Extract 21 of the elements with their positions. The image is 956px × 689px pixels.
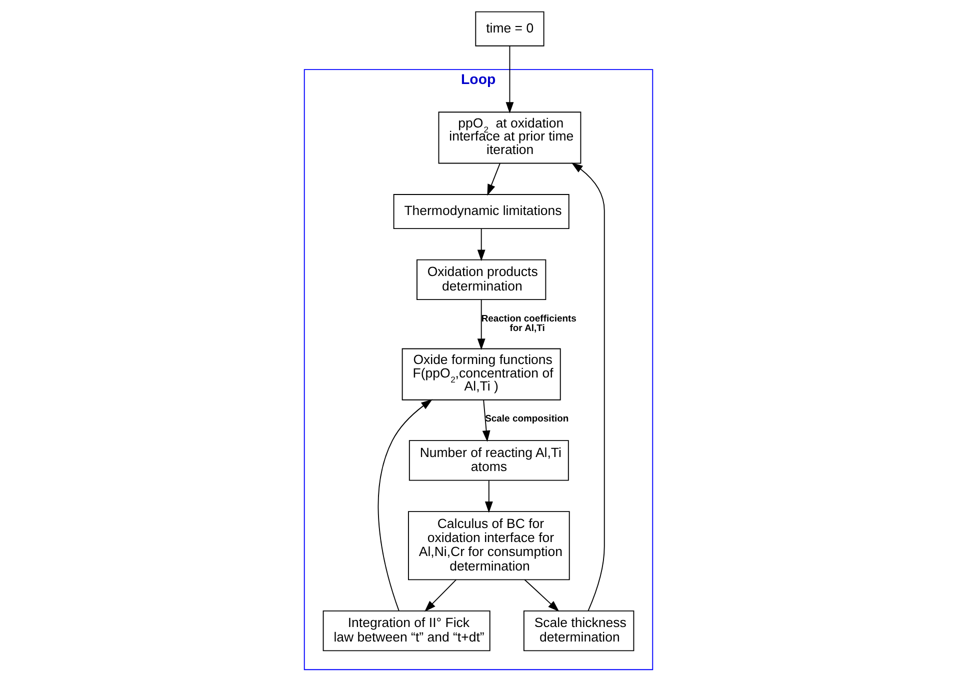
node-box: time = 0 <box>474 11 544 46</box>
arrow <box>484 480 492 513</box>
arrow <box>524 579 559 612</box>
node-box: Calculus of BC for oxidation interface for Al,Ni,Cr for consumption determination <box>408 511 570 580</box>
node-box: Thermodynamic limitations <box>392 194 569 230</box>
node-box: Number of reacting Al,Ti atoms <box>408 440 568 481</box>
node-box: Integration of II° Fick law between “t” and “t+dt” <box>322 610 490 652</box>
node-box: Oxide forming functions F(ppO$_{2}$,concentration of Al,Ti ) <box>401 348 560 400</box>
node-box: Scale thickness determination <box>522 610 634 652</box>
edge-label: Scale composition <box>484 414 568 425</box>
arrow <box>476 228 485 262</box>
arrow <box>570 162 604 612</box>
arrow <box>476 299 485 350</box>
node-box: Oxidation products determination <box>416 259 546 300</box>
arrow <box>377 399 432 612</box>
node-box: ppO$_{2}$ at oxidation interface at prior time iteration <box>438 112 581 164</box>
arrow <box>505 46 514 114</box>
edge-label: Reaction coefficients for Al,Ti <box>480 313 576 334</box>
arrow <box>486 162 500 196</box>
arrow <box>424 579 456 612</box>
arrow <box>482 400 490 442</box>
